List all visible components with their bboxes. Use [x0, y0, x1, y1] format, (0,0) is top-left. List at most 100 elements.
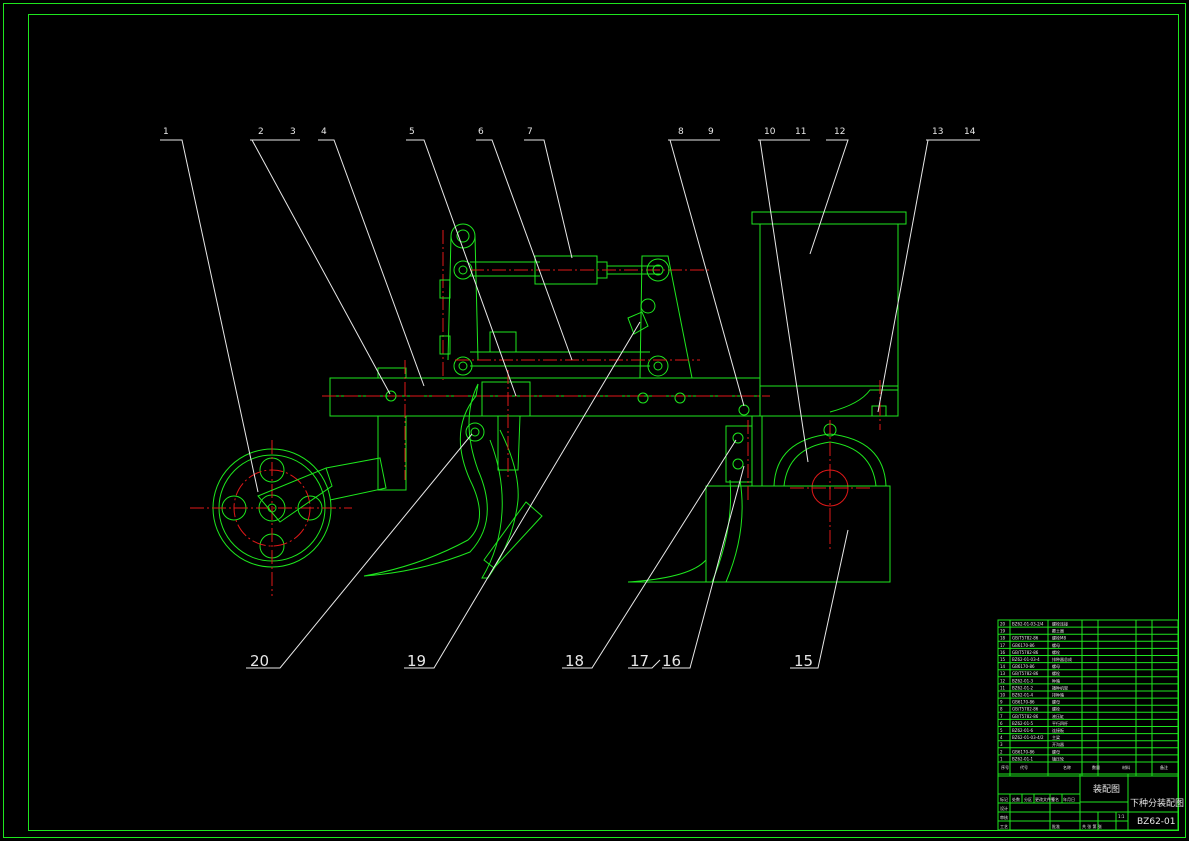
bom-header: 序号 代号 名称 数量 材料 备注 — [1001, 764, 1168, 770]
bom-name: 平行四杆 — [1052, 720, 1068, 726]
bom-no: 4 — [1000, 735, 1003, 740]
bom-code: GB6170-86 — [1012, 700, 1035, 705]
bom-name: 液压缸 — [1052, 713, 1064, 719]
press-wheel — [190, 440, 387, 596]
balloon-5: 5 — [409, 127, 415, 137]
bom-row: 16 GB/T5782-86 螺栓 — [1000, 649, 1060, 655]
bom-code: BZ62-01-2 — [1012, 685, 1034, 690]
bom-name: 螺栓 — [1052, 670, 1060, 676]
header-material: 材料 — [1122, 764, 1130, 770]
header-no: 序号 — [1001, 764, 1009, 770]
bom-name: 主梁 — [1052, 734, 1060, 740]
drawing-number: BZ62-01 — [1137, 817, 1176, 827]
bom-code: BZ62-01-4 — [1012, 693, 1034, 698]
balloon-8: 8 — [678, 127, 684, 137]
seed-hopper — [751, 211, 907, 430]
balloon-7: 7 — [527, 127, 533, 137]
rear-opener — [711, 420, 753, 583]
bom-code: BZ62-01-03-4/2 — [1012, 735, 1044, 740]
inner-border — [28, 14, 1179, 831]
bom-name: 螺栓 — [1052, 649, 1060, 655]
balloon-4: 4 — [321, 127, 327, 137]
parallel-linkage — [439, 223, 710, 380]
bom-row: 19 覆土器 — [1000, 628, 1064, 634]
bom-no: 9 — [1000, 700, 1003, 705]
balloon-16: 16 — [662, 652, 681, 670]
bom-name: 排种箱 — [1052, 692, 1064, 698]
balloon-18: 18 — [565, 652, 584, 670]
bom-code: GB/T5782-86 — [1012, 636, 1039, 641]
bom-code: GB/T5782-86 — [1012, 671, 1039, 676]
bom-name: 覆土器 — [1052, 628, 1064, 634]
bom-code: BZ62-01-3 — [1012, 678, 1034, 683]
bom-no: 10 — [1000, 693, 1006, 698]
bom-no: 8 — [1000, 707, 1003, 712]
bom-no: 2 — [1000, 749, 1003, 754]
balloon-14: 14 — [964, 127, 976, 137]
bom-no: 3 — [1000, 742, 1003, 747]
sign-label-1: 处数 — [1012, 796, 1020, 802]
sign-label-4: 签名 — [1051, 796, 1059, 802]
bom-no: 1 — [1000, 756, 1003, 761]
row-label-2: 工艺 — [1000, 824, 1008, 829]
balloon-19: 19 — [407, 652, 426, 670]
bom-name: 连接板 — [1052, 727, 1064, 733]
balloon-12: 12 — [834, 127, 845, 137]
bom-no: 19 — [1000, 629, 1006, 634]
bom-code: GB6170-86 — [1012, 643, 1035, 648]
bom-code: BZ62-01-6 — [1012, 728, 1034, 733]
bom-no: 16 — [1000, 650, 1006, 655]
bom-no: 18 — [1000, 636, 1006, 641]
bom-code: GB/T5782-86 — [1012, 714, 1039, 719]
header-code: 代号 — [1020, 764, 1028, 770]
row-label-1: 审核 — [1000, 814, 1008, 820]
balloon-15: 15 — [794, 652, 813, 670]
scale-value: 1:1 — [1118, 814, 1125, 819]
header-name: 名称 — [1063, 764, 1071, 770]
row-label-3: 批准 — [1052, 823, 1060, 829]
bom-row: 10 BZ62-01-4 排种箱 — [1000, 692, 1064, 698]
bom-code: BZ62-01-1 — [1012, 756, 1034, 761]
bom-no: 17 — [1000, 643, 1006, 648]
bom-no: 12 — [1000, 678, 1006, 683]
bom-name: 螺母 — [1052, 699, 1060, 705]
balloon-6: 6 — [478, 127, 484, 137]
balloon-20: 20 — [250, 652, 269, 670]
bom-no: 15 — [1000, 657, 1006, 662]
header-note: 备注 — [1160, 764, 1168, 770]
sign-label-5: 年月日 — [1063, 796, 1075, 802]
bom-name: 螺栓M8 — [1052, 635, 1066, 641]
bom-no: 14 — [1000, 664, 1006, 669]
bom-row: 3 开沟器 — [1000, 741, 1064, 747]
bom-code: GB6170-86 — [1012, 749, 1035, 754]
drawing-kind: 装配图 — [1093, 783, 1120, 795]
outer-border — [3, 3, 1186, 838]
bom-row: 2 GB6170-86 螺母 — [1000, 748, 1060, 754]
bom-row: 4 BZ62-01-03-4/2 主梁 — [1000, 734, 1060, 740]
bom-name: 螺栓连接 — [1052, 621, 1068, 627]
bom-code: GB/T5782-86 — [1012, 650, 1039, 655]
bom-code: GB6170-86 — [1012, 664, 1035, 669]
balloon-1: 1 — [163, 127, 169, 137]
balloon-13: 13 — [932, 127, 943, 137]
bom-name: 开沟器 — [1052, 741, 1064, 747]
balloon-10: 10 — [764, 127, 776, 137]
bom-name: 螺母 — [1052, 748, 1060, 754]
bom-row: 9 GB6170-86 螺母 — [1000, 699, 1060, 705]
bom-no: 11 — [1000, 685, 1006, 690]
balloon-3: 3 — [290, 127, 296, 137]
bom-name: 螺栓 — [1052, 706, 1060, 712]
bom-row: 18 GB/T5782-86 螺栓M8 — [1000, 635, 1066, 641]
bom-no: 7 — [1000, 714, 1003, 719]
bom-no: 6 — [1000, 721, 1003, 726]
